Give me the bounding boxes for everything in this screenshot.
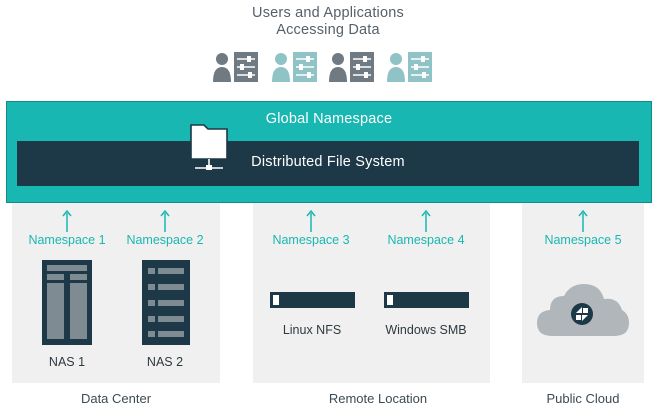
namespace-label: Namespace 1 <box>28 233 106 247</box>
file-system-label: Distributed File System <box>251 154 405 170</box>
title-line-1: Users and Applications <box>252 5 404 21</box>
diagram-title: Users and Applications Accessing Data <box>0 5 656 39</box>
user-settings-icon <box>271 50 317 82</box>
namespace-label: Namespace 5 <box>544 233 622 247</box>
up-arrow-icon <box>160 210 170 232</box>
up-arrow-icon <box>306 210 316 232</box>
distributed-file-system-bar <box>17 141 639 186</box>
up-arrow-icon <box>62 210 72 232</box>
device-label: NAS 1 <box>48 355 86 369</box>
namespace-label: Namespace 3 <box>272 233 350 247</box>
up-arrow-icon <box>578 210 588 232</box>
site-label-public-cloud: Public Cloud <box>546 391 620 406</box>
site-label-remote-location: Remote Location <box>328 391 428 406</box>
cloud-icon <box>536 282 630 338</box>
server-bar-icon <box>384 292 469 308</box>
namespace-label: Namespace 4 <box>387 233 465 247</box>
network-folder-icon <box>190 123 230 173</box>
users-row <box>0 50 656 86</box>
device-label: NAS 2 <box>146 355 184 369</box>
title-line-2: Accessing Data <box>276 22 380 38</box>
nas-rack-icon <box>142 260 190 345</box>
user-settings-icon <box>212 50 258 82</box>
device-label: Windows SMB <box>385 323 467 337</box>
device-label: Linux NFS <box>282 323 342 337</box>
site-label-data-center: Data Center <box>80 391 152 406</box>
up-arrow-icon <box>421 210 431 232</box>
namespace-label: Namespace 2 <box>126 233 204 247</box>
server-bar-icon <box>270 292 355 308</box>
global-namespace-label: Global Namespace <box>265 111 393 127</box>
user-settings-icon <box>328 50 374 82</box>
remote-location-panel <box>253 190 490 383</box>
nas-tower-icon <box>42 260 92 345</box>
user-settings-icon <box>386 50 432 82</box>
